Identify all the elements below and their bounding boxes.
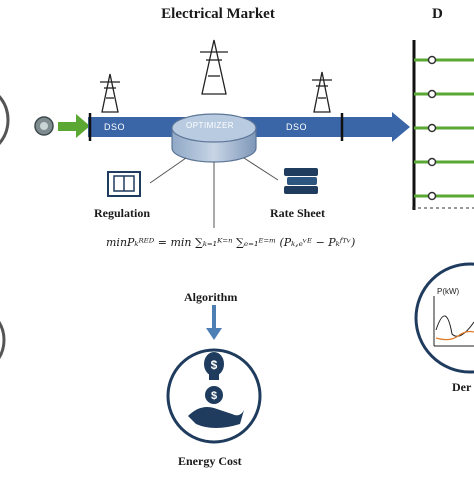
tap-nodes (427, 55, 437, 201)
regulation-label: Regulation (94, 206, 151, 220)
energy-cost-icon: $ $ (166, 348, 262, 444)
tower-icon (312, 71, 332, 113)
optimization-formula: minPₖᴿᴱᴰ = min ∑ₖ₌₁ᴷ⁼ⁿ ∑ₑ₌₁ᴱ⁼ᵐ (Pₖ,ₑᵛᴱ −… (106, 236, 356, 249)
left-entity-circle-2 (0, 321, 6, 359)
book-icon (107, 171, 141, 197)
demand-taps (414, 58, 474, 198)
demand-plot-circle (414, 262, 474, 374)
diagram-title: Electrical Market (161, 6, 275, 22)
plot-line-1 (435, 315, 474, 337)
left-entity-circle (0, 95, 10, 145)
optimizer-label: OPTIMIZER (186, 121, 235, 130)
algorithm-label: Algorithm (184, 290, 238, 304)
books-stack-icon (284, 168, 318, 194)
dso-label-left: DSO (104, 122, 126, 132)
dso-label-right: DSO (286, 122, 308, 132)
svg-text:$: $ (211, 358, 218, 372)
optimizer-cylinder (171, 113, 257, 163)
connector-left (149, 157, 187, 184)
connector-right (243, 157, 279, 181)
tower-icon (200, 39, 228, 95)
meter-icon (34, 116, 54, 136)
plot-y-label: P(kW) (437, 287, 460, 296)
band-arrowhead (392, 112, 410, 142)
green-arrow (58, 114, 90, 138)
rate-sheet-label: Rate Sheet (270, 206, 325, 220)
energy-cost-label: Energy Cost (178, 454, 242, 468)
svg-text:$: $ (211, 390, 217, 402)
arrow-down (206, 305, 222, 340)
demand-label-partial: Der (452, 380, 472, 394)
demand-title-partial: D (432, 6, 443, 22)
plot-line-2 (435, 330, 474, 341)
tower-icon (100, 73, 120, 113)
